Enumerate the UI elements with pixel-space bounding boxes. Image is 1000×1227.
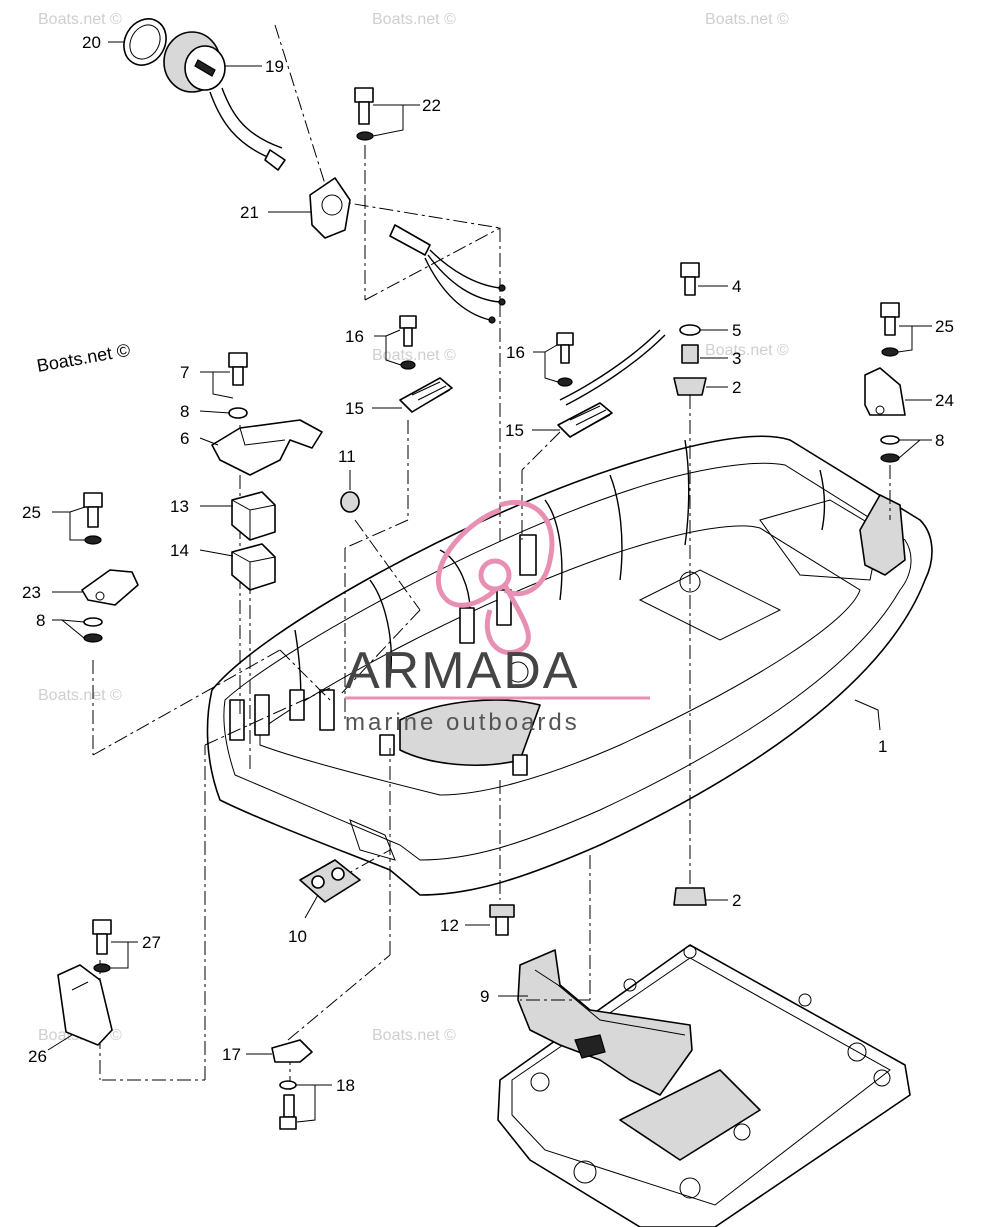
callout-13: 13 [170, 497, 189, 516]
callout-17: 17 [222, 1045, 241, 1064]
bolt-25-left [83, 492, 103, 545]
bracket-6 [211, 419, 323, 476]
callout-2-lower: 2 [732, 891, 741, 910]
callouts: 20 19 22 21 4 5 3 2 25 24 8 16 [22, 33, 954, 1123]
logo-subtitle: marine outboards [345, 709, 580, 736]
callout-11: 11 [338, 447, 356, 466]
callout-25-left: 25 [22, 503, 41, 522]
callout-9: 9 [480, 987, 489, 1006]
callout-24: 24 [935, 391, 954, 410]
watermark-text: Boats.net © [372, 1027, 456, 1044]
drain-screw-12 [489, 904, 515, 936]
assembly-lines [92, 24, 891, 1090]
callout-8-right: 8 [935, 431, 944, 450]
callout-3: 3 [732, 349, 741, 368]
bracket-24 [864, 367, 906, 463]
bolt-22 [354, 87, 374, 141]
callout-12: 12 [440, 916, 459, 935]
bracket-26 [57, 964, 113, 1046]
callout-6: 6 [180, 429, 189, 448]
bolt-27 [92, 919, 112, 973]
bracket-15-center [557, 329, 666, 438]
watermark-text: Boats.net © [372, 347, 456, 364]
bracket-23 [81, 569, 139, 643]
grommet-plate-21 [309, 177, 351, 239]
bolt-16-left [399, 315, 417, 370]
watermark-text: Boats.net © [705, 11, 789, 28]
callout-15-center: 15 [505, 421, 524, 440]
watermark-main: Boats.net © [35, 340, 131, 376]
callout-21: 21 [240, 203, 259, 222]
watermark-text: Boats.net © [705, 342, 789, 359]
cable-plug-19 [163, 31, 286, 171]
bolt-4 [673, 262, 707, 396]
watermark-text: Boats.net © [38, 687, 122, 704]
clip-17 [271, 1039, 313, 1063]
callout-2-upper: 2 [732, 378, 741, 397]
callout-8-left-upper: 8 [180, 402, 189, 421]
callout-20: 20 [82, 33, 101, 52]
logo-title: ARMADA [345, 642, 579, 700]
grommet-11 [340, 491, 360, 513]
watermark-text: Boats.net © [38, 11, 122, 28]
callout-22: 22 [422, 96, 441, 115]
callout-18: 18 [336, 1076, 355, 1095]
callout-25-right: 25 [935, 317, 954, 336]
bolt-16-center [556, 332, 574, 387]
callout-7: 7 [180, 363, 189, 382]
armada-logo: ARMADA marine outboards [345, 499, 650, 736]
callout-19: 19 [265, 57, 284, 76]
bracket-15-left [399, 377, 453, 413]
callout-23: 23 [22, 583, 41, 602]
watermark-text: Boats.net © [372, 11, 456, 28]
callout-4: 4 [732, 277, 741, 296]
callout-16-left: 16 [345, 327, 364, 346]
callout-8-left-lower: 8 [36, 611, 45, 630]
callout-10: 10 [288, 927, 307, 946]
clip-14 [231, 543, 276, 591]
callout-16-center: 16 [506, 343, 525, 362]
callout-27: 27 [142, 933, 161, 952]
callout-1: 1 [878, 737, 887, 756]
wire-harness [389, 224, 506, 324]
bolt-25-right [880, 302, 900, 357]
grommet-10 [299, 859, 361, 903]
callout-14: 14 [170, 541, 189, 560]
bracket-9 [517, 949, 693, 1096]
bolt-7 [228, 352, 248, 419]
grommet-2-lower [673, 887, 707, 906]
bolt-18 [279, 1080, 297, 1130]
callout-5: 5 [732, 321, 741, 340]
callout-15-left: 15 [345, 399, 364, 418]
callout-26: 26 [28, 1047, 47, 1066]
clip-13 [231, 491, 276, 541]
o-ring-20 [123, 18, 167, 66]
